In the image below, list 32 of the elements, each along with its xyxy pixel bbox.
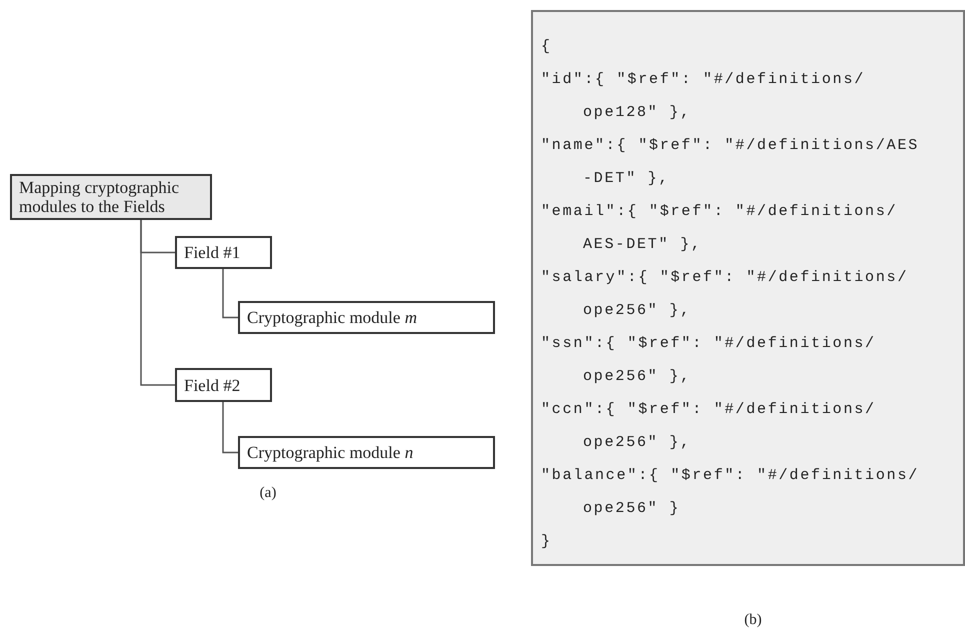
tree-box — [175, 368, 272, 402]
code-line: -DET" }, — [582, 169, 670, 189]
connector-line — [222, 269, 238, 318]
connector-line — [222, 402, 238, 454]
box-text: Mapping cryptographic modules to the Fields — [19, 178, 180, 216]
code-line: ope256" }, — [582, 433, 692, 453]
code-line: "balance":{ "$ref": "#/definitions/ — [541, 466, 920, 486]
code-line: "email":{ "$ref": "#/definitions/ — [541, 202, 898, 222]
box-text: Field #2 — [184, 376, 240, 394]
box-text: Field #1 — [184, 243, 240, 262]
code-line: "name":{ "$ref": "#/definitions/AES — [541, 136, 920, 156]
root-box — [10, 174, 212, 220]
code-line: ope128" }, — [582, 103, 692, 123]
code-line: "salary":{ "$ref": "#/definitions/ — [541, 268, 910, 288]
code-line: } — [541, 532, 553, 552]
figure-caption: (a) — [260, 485, 276, 502]
figure-caption: (b) — [744, 612, 762, 629]
code-panel — [531, 10, 965, 566]
code-line: ope256" }, — [582, 367, 692, 387]
tree-box — [175, 236, 272, 269]
code-line: ope256" }, — [582, 301, 692, 321]
code-line: AES-DET" }, — [582, 235, 703, 255]
code-line: "ccn":{ "$ref": "#/definitions/ — [541, 400, 877, 420]
code-line: ope256" } — [582, 499, 682, 519]
code-line: "ssn":{ "$ref": "#/definitions/ — [541, 334, 877, 354]
tree-box — [238, 301, 495, 334]
tree-box — [238, 436, 495, 469]
code-line: "id":{ "$ref": "#/definitions/ — [541, 70, 866, 90]
code-line: { — [541, 37, 553, 57]
box-text: Cryptographic module n — [247, 443, 414, 462]
connector-line — [140, 220, 175, 386]
box-text: Cryptographic module m — [247, 308, 417, 327]
